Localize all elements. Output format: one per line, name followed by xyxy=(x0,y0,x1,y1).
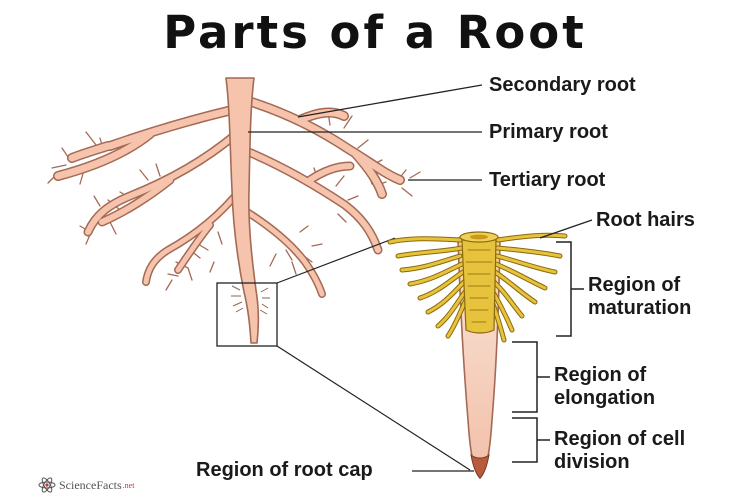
leader-root-hairs xyxy=(539,219,593,239)
page-title: Parts of a Root xyxy=(163,6,587,59)
logo-name: ScienceFacts xyxy=(59,477,122,492)
label-region-maturation: Region of maturation xyxy=(588,274,691,320)
bracket-elongation xyxy=(512,341,550,413)
bracket-maturation xyxy=(556,241,584,337)
zoom-connector-top xyxy=(276,237,396,284)
label-region-elongation-line2: elongation xyxy=(554,387,656,409)
label-tertiary-root: Tertiary root xyxy=(489,169,606,191)
atom-icon xyxy=(38,477,56,493)
root-hair-mass xyxy=(387,231,568,343)
primary-root xyxy=(225,77,260,344)
zoom-connector-bottom xyxy=(276,345,471,471)
label-region-elongation-line1: Region of xyxy=(554,364,647,386)
label-region-cell-division-line2: division xyxy=(554,451,630,473)
bracket-cell-division xyxy=(512,417,550,463)
label-root-cap: Region of root cap xyxy=(196,459,373,481)
label-region-elongation: Region of elongation xyxy=(554,364,655,410)
label-root-hairs: Root hairs xyxy=(596,209,695,231)
root-system xyxy=(47,77,421,344)
label-region-cell-division: Region of cell division xyxy=(554,428,685,474)
root-tip-enlarged xyxy=(387,231,568,480)
zoom-box xyxy=(216,282,278,347)
root-cap xyxy=(470,453,490,479)
secondary-roots xyxy=(53,95,405,298)
label-region-maturation-line2: maturation xyxy=(588,297,692,319)
primary-root-hairs xyxy=(231,285,270,315)
label-primary-root: Primary root xyxy=(489,121,608,143)
leader-lines xyxy=(248,84,593,472)
leader-secondary-root xyxy=(297,84,483,118)
logo-tld: .net xyxy=(122,480,135,490)
label-secondary-root: Secondary root xyxy=(489,74,636,96)
label-region-cell-division-line1: Region of cell xyxy=(554,428,686,450)
label-region-maturation-line1: Region of xyxy=(588,274,681,296)
region-brackets xyxy=(512,241,584,463)
sciencefacts-logo: ScienceFacts.net xyxy=(38,476,134,494)
